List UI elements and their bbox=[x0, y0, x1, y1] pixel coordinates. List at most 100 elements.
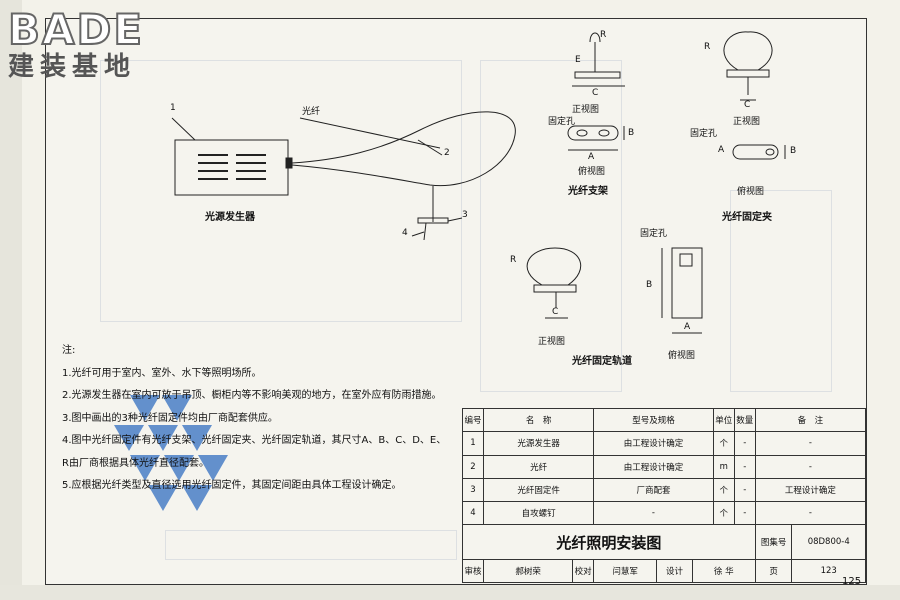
fiber-label: 光纤 bbox=[302, 107, 321, 117]
cell-spec: 由工程设计确定 bbox=[593, 431, 714, 456]
callout-2: 2 bbox=[444, 148, 450, 158]
header-qty: 数量 bbox=[733, 407, 756, 433]
bracket-hole-1 bbox=[576, 129, 588, 137]
clip-hole-label: 固定孔 bbox=[690, 129, 718, 139]
leader-4 bbox=[411, 231, 425, 237]
cell-unit: 个 bbox=[712, 431, 735, 456]
cell-qty: - bbox=[733, 477, 756, 503]
page-in-atlas: 123 bbox=[791, 558, 866, 584]
bracket-dim-c-label: C bbox=[592, 88, 599, 98]
header-unit: 单位 bbox=[712, 407, 735, 433]
cell-qty: - bbox=[733, 501, 756, 526]
callout-4: 4 bbox=[402, 228, 408, 238]
leader-3 bbox=[447, 217, 463, 222]
clip-base bbox=[726, 69, 770, 78]
cell-remark: 工程设计确定 bbox=[754, 477, 867, 503]
designer: 徐 华 bbox=[691, 558, 756, 584]
ghost-frame-2 bbox=[480, 60, 622, 392]
table-row: 3 光纤固定件 厂商配套 个 - 工程设计确定 bbox=[462, 477, 867, 503]
cell-qty: - bbox=[733, 431, 756, 456]
callout-3: 3 bbox=[462, 210, 468, 220]
table-row: 1 光源发生器 由工程设计确定 个 - - bbox=[462, 431, 867, 456]
cell-remark: - bbox=[754, 431, 867, 456]
notes-heading: 注: bbox=[62, 345, 76, 356]
cell-no: 1 bbox=[462, 431, 484, 456]
cell-unit: 个 bbox=[712, 477, 735, 503]
check-label: 校对 bbox=[572, 558, 595, 584]
clip-side-view: 俯视图 bbox=[737, 187, 765, 197]
bracket-dim-a-label: A bbox=[588, 152, 595, 162]
rail-side-view: 俯视图 bbox=[668, 351, 696, 361]
table-row: 4 自攻螺钉 - 个 - - bbox=[462, 501, 867, 526]
rail-hole-label: 固定孔 bbox=[640, 229, 668, 239]
rail-base bbox=[533, 284, 577, 293]
bracket-title: 光纤支架 bbox=[568, 186, 608, 197]
clip-ring bbox=[723, 31, 773, 71]
bracket-side-plate bbox=[567, 125, 619, 141]
bracket-side-view: 俯视图 bbox=[578, 167, 606, 177]
note-item: 3.图中画出的3种光纤固定件均由厂商配套供应。 bbox=[62, 412, 278, 424]
table-row: 2 光纤 由工程设计确定 m - - bbox=[462, 454, 867, 479]
drawing-title: 光纤照明安装图 bbox=[462, 524, 756, 560]
title-row: 光纤照明安装图 图集号 08D800-4 bbox=[462, 524, 866, 560]
cell-unit: m bbox=[712, 454, 735, 479]
fiber-port bbox=[285, 157, 293, 169]
clip-dim-b-label: B bbox=[790, 146, 797, 156]
note-item: 2.光源发生器在室内可放于吊顶、橱柜内等不影响美观的地方，在室外应有防雨措施。 bbox=[62, 390, 442, 401]
note-item: R由厂商根据具体光纤直径配套。 bbox=[62, 457, 209, 469]
bade-logo: BADE 建装基地 bbox=[7, 5, 178, 86]
design-label: 设计 bbox=[656, 558, 693, 584]
atlas-no: 08D800-4 bbox=[791, 524, 866, 560]
notes-block: 注: 1.光纤可用于室内、室外、水下等照明场所。 2.光源发生器在室内可放于吊顶… bbox=[62, 340, 462, 498]
cell-no: 2 bbox=[462, 454, 484, 479]
cell-name: 光纤 bbox=[482, 454, 595, 479]
page-bottom-edge bbox=[0, 585, 900, 600]
reviewer: 郝树荣 bbox=[482, 558, 574, 584]
callout-1: 1 bbox=[170, 103, 176, 113]
signature-row: 审核 郝树荣 校对 闫慧军 设计 徐 华 页 123 bbox=[462, 558, 866, 584]
ghost-frame-1 bbox=[100, 60, 462, 322]
header-name: 名 称 bbox=[482, 407, 595, 433]
clip-title: 光纤固定夹 bbox=[722, 212, 772, 223]
header-remark: 备 注 bbox=[754, 407, 867, 433]
cell-unit: 个 bbox=[712, 501, 735, 526]
cell-name: 光纤固定件 bbox=[482, 477, 595, 503]
rail-front-view: 正视图 bbox=[538, 337, 566, 347]
clip-side-plate bbox=[732, 144, 779, 160]
rail-hole bbox=[679, 253, 693, 267]
bracket-dim-r: R bbox=[600, 30, 607, 40]
review-label: 审核 bbox=[462, 558, 484, 584]
atlas-label: 图集号 bbox=[754, 524, 793, 560]
bracket-hole-label: 固定孔 bbox=[548, 117, 576, 127]
clip-front-view: 正视图 bbox=[733, 117, 761, 127]
cell-name: 光源发生器 bbox=[482, 431, 595, 456]
ghost-frame-4 bbox=[165, 530, 457, 560]
bracket-dim-b-label: B bbox=[628, 128, 635, 138]
clip-dim-c-label: C bbox=[744, 100, 751, 110]
cell-spec: 厂商配套 bbox=[593, 477, 714, 503]
rail-title: 光纤固定轨道 bbox=[572, 356, 632, 367]
table-header-row: 编号 名 称 型号及规格 单位 数量 备 注 bbox=[462, 407, 867, 433]
header-no: 编号 bbox=[462, 407, 484, 433]
header-spec: 型号及规格 bbox=[593, 407, 714, 433]
light-source-box bbox=[174, 139, 289, 196]
rail-ring bbox=[526, 247, 582, 286]
rail-dim-r: R bbox=[510, 255, 517, 265]
title-block: 编号 名 称 型号及规格 单位 数量 备 注 1 光源发生器 由工程设计确定 个… bbox=[462, 407, 867, 584]
ghost-frame-3 bbox=[730, 190, 832, 392]
logo-brand: BADE bbox=[7, 5, 145, 54]
bracket-hole-2 bbox=[598, 129, 610, 137]
rail-dim-a-label: A bbox=[684, 322, 691, 332]
watermark-triangles bbox=[114, 395, 228, 511]
leader-fiber bbox=[299, 117, 441, 149]
bracket-front-view: 正视图 bbox=[572, 105, 600, 115]
bracket-hook bbox=[589, 32, 601, 43]
page-label: 页 bbox=[754, 558, 793, 584]
clip-dim-r: R bbox=[704, 42, 711, 52]
leader-2 bbox=[417, 139, 443, 156]
clip-hole bbox=[765, 148, 775, 156]
cell-no: 4 bbox=[462, 501, 484, 526]
screw bbox=[423, 222, 427, 241]
